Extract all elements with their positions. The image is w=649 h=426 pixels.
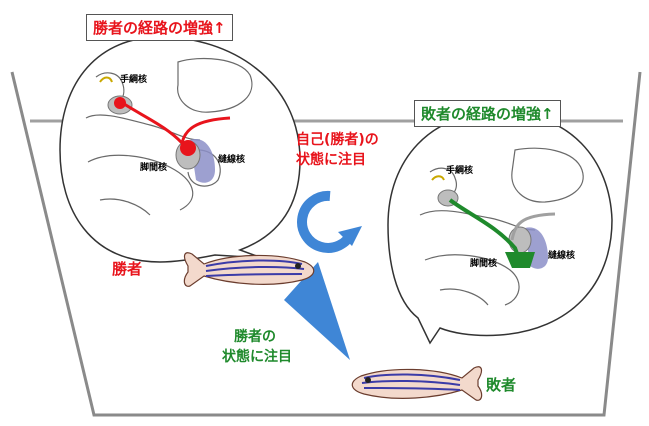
winner-habenula-label: 手綱核 bbox=[120, 75, 148, 85]
loser-fish bbox=[351, 366, 483, 401]
loser-pathway-title: 敗者の経路の増強↑ bbox=[414, 100, 561, 127]
focus-self-text-line1: 自己(勝者)の bbox=[296, 132, 379, 148]
winner-ipn-label: 脚間核 bbox=[140, 163, 168, 173]
winner-pathway-title: 勝者の経路の増強↑ bbox=[86, 14, 233, 41]
loser-label: 敗者 bbox=[486, 376, 517, 394]
winner-label: 勝者 bbox=[112, 260, 143, 278]
focus-winner-text-line1: 勝者の bbox=[234, 329, 276, 345]
loser-raphe-label: 縫線核 bbox=[548, 251, 576, 261]
focus-winner-text-line2: 状態に注目 bbox=[222, 349, 292, 365]
winner-raphe-label: 縫線核 bbox=[218, 155, 246, 165]
winner-fish bbox=[183, 252, 315, 287]
loser-habenula-label: 手綱核 bbox=[446, 166, 474, 176]
loser-brain-sketch bbox=[419, 147, 584, 306]
attention-cone bbox=[284, 262, 350, 360]
loser-ipn-label: 脚間核 bbox=[470, 259, 498, 269]
focus-self-text-line2: 状態に注目 bbox=[296, 152, 366, 168]
loser-pathway bbox=[448, 198, 522, 263]
self-focus-circular-arrow bbox=[297, 190, 357, 253]
